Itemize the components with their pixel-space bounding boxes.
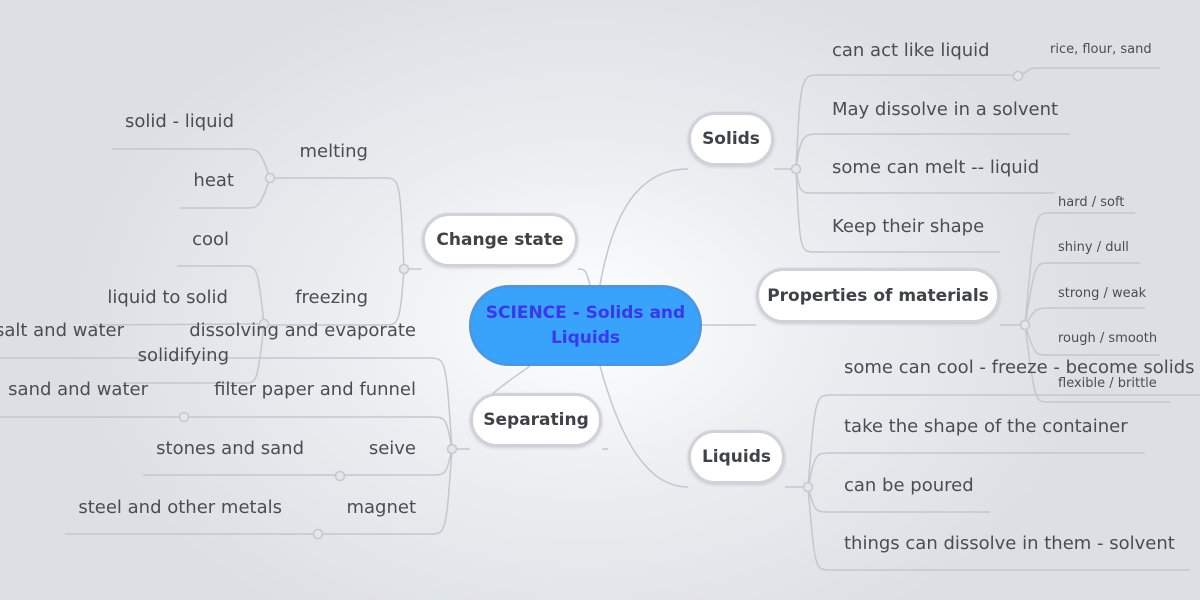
central-topic-label: SCIENCE - Solids and Liquids	[485, 302, 686, 348]
subtopic[interactable]: seive	[368, 438, 416, 459]
subtopic-melting[interactable]: melting	[299, 141, 368, 162]
subtopic[interactable]: cool	[192, 229, 229, 250]
subtopic[interactable]: things can dissolve in them - solvent	[844, 533, 1175, 554]
subtopic[interactable]: liquid to solid	[107, 287, 228, 308]
subtopic-freezing[interactable]: freezing	[295, 287, 368, 308]
topic-label: Liquids	[701, 447, 772, 467]
subtopic[interactable]: dissolving and evaporate	[189, 320, 416, 341]
subtopic[interactable]: flexible / brittle	[1058, 376, 1157, 391]
subtopic[interactable]: some can melt -- liquid	[832, 157, 1040, 178]
topic-label: Separating	[483, 410, 589, 430]
topic-properties[interactable]: Properties of materials	[756, 268, 1000, 323]
topic-label: Properties of materials	[767, 285, 989, 306]
subtopic[interactable]: heat	[193, 170, 234, 191]
topic-change-state[interactable]: Change state	[422, 213, 578, 267]
subtopic[interactable]: shiny / dull	[1058, 240, 1129, 255]
topic-separating[interactable]: Separating	[470, 393, 602, 447]
solids-collapse-handle	[790, 163, 802, 175]
subtopic[interactable]: strong / weak	[1058, 286, 1147, 301]
subtopic[interactable]: can be poured	[844, 475, 974, 496]
subtopic[interactable]: steel and other metals	[78, 497, 282, 518]
subtopic[interactable]: stones and sand	[156, 438, 304, 459]
topic-label: Change state	[436, 230, 564, 250]
subtopic[interactable]: hard / soft	[1058, 195, 1125, 210]
subtopic[interactable]: rough / smooth	[1058, 331, 1158, 346]
subtopic[interactable]: Keep their shape	[832, 216, 985, 237]
subtopic[interactable]: May dissolve in a solvent	[832, 99, 1059, 120]
subtopic[interactable]: take the shape of the container	[844, 416, 1128, 437]
subtopic[interactable]: sand and water	[8, 379, 148, 400]
subtopic[interactable]: rice, flour, sand	[1050, 42, 1152, 57]
subtopic[interactable]: some can cool - freeze - become solids	[844, 357, 1195, 378]
central-topic[interactable]: SCIENCE - Solids and Liquids	[469, 285, 702, 366]
subtopic[interactable]: solidifying	[137, 345, 229, 366]
topic-label: Solids	[702, 129, 760, 149]
topic-solids[interactable]: Solids	[688, 112, 774, 166]
topic-liquids[interactable]: Liquids	[688, 430, 785, 484]
subtopic[interactable]: can act like liquid	[832, 40, 990, 61]
subtopic[interactable]: solid - liquid	[124, 111, 234, 132]
subtopic[interactable]: filter paper and funnel	[214, 379, 416, 400]
subtopic[interactable]: magnet	[346, 497, 416, 518]
subtopic[interactable]: salt and water	[0, 320, 124, 341]
